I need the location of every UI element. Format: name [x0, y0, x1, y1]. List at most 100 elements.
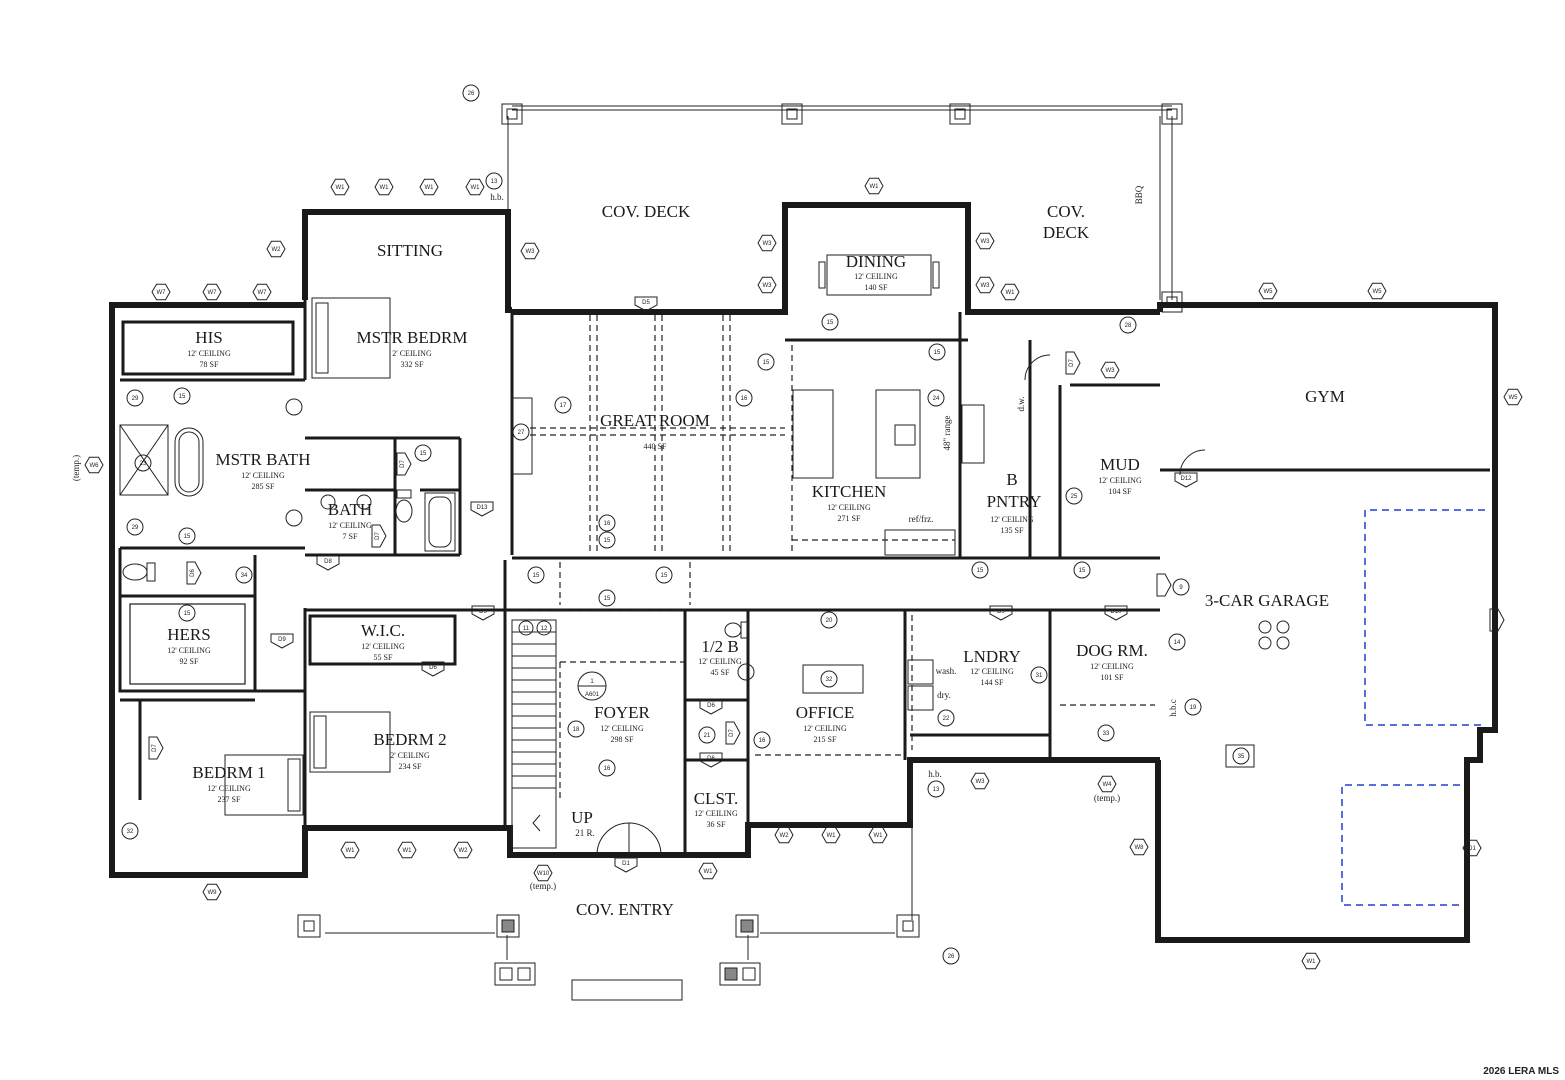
svg-text:D7: D7 — [152, 744, 158, 752]
svg-text:W1: W1 — [1307, 959, 1317, 965]
door-tag: D13 — [470, 501, 494, 517]
entry-post — [896, 914, 920, 938]
shower-icon — [119, 424, 169, 496]
note-tag: 15 — [1073, 561, 1091, 579]
door-tags: D5 D9 D9 D9 D10 D12 D13 D8 D6 D6 D6 D1 D… — [148, 296, 1505, 873]
door-tag: D7 — [148, 736, 164, 760]
window-tag: W1 — [698, 862, 718, 880]
room-mud: MUD 12' CEILING 104 SF — [1098, 455, 1142, 496]
svg-text:1/2 B: 1/2 B — [701, 637, 738, 656]
window-tag: W2 — [774, 826, 794, 844]
svg-text:12' CEILING: 12' CEILING — [600, 724, 644, 733]
entry-post — [496, 914, 520, 938]
note-tag: 15 — [178, 604, 196, 622]
svg-text:27: 27 — [518, 430, 525, 436]
svg-text:D7: D7 — [1069, 359, 1075, 367]
room-dining: DINING 12' CEILING 140 SF — [846, 252, 906, 292]
svg-text:W2: W2 — [459, 848, 469, 854]
covered-entry — [297, 765, 920, 1001]
svg-text:FOYER: FOYER — [594, 703, 650, 722]
svg-text:12' CEILING: 12' CEILING — [803, 724, 847, 733]
svg-text:12' CEILING: 12' CEILING — [694, 809, 738, 818]
note-tag: 33 — [1097, 724, 1115, 742]
office-desk-icon — [802, 664, 864, 694]
dryer-label: dry. — [937, 690, 951, 700]
window-tag: W5 — [1503, 388, 1523, 406]
note-tag: 15 — [655, 566, 673, 584]
window-tag: W2 — [266, 240, 286, 258]
stair-up-label: UP — [571, 808, 593, 827]
svg-text:15: 15 — [533, 573, 540, 579]
svg-text:35: 35 — [1238, 754, 1245, 760]
room-garage: 3-CAR GARAGE — [1205, 591, 1329, 610]
svg-text:MSTR BEDRM: MSTR BEDRM — [357, 328, 468, 347]
window-tag: W6 — [84, 456, 104, 474]
svg-text:D1: D1 — [1468, 846, 1476, 852]
note-tag: 13 — [927, 780, 945, 798]
note-tag: 19 — [1184, 698, 1202, 716]
note-tag: 15 — [178, 527, 196, 545]
svg-text:W1: W1 — [870, 184, 880, 190]
outdoor-labels: COV. DECK COV. DECK COV. ENTRY — [576, 202, 1090, 919]
toilet-icon — [724, 621, 749, 639]
washer-label: wash. — [936, 666, 957, 676]
window-tag: W3 — [975, 276, 995, 294]
fixtures — [119, 254, 1206, 856]
svg-text:13: 13 — [933, 787, 940, 793]
svg-text:29: 29 — [132, 396, 139, 402]
front-door-icon — [596, 822, 662, 856]
fridge-icon — [884, 529, 956, 556]
room-mstr-bedrm: MSTR BEDRM 2' CEILING 332 SF — [357, 328, 468, 369]
note-tag: 11 — [518, 620, 534, 636]
window-tag: W3 — [970, 772, 990, 790]
svg-text:20: 20 — [826, 618, 833, 624]
svg-text:W2: W2 — [780, 833, 790, 839]
room-gym: GYM — [1305, 387, 1345, 406]
window-tag: W3 — [975, 232, 995, 250]
master-bed-icon — [311, 297, 391, 379]
entry-post — [735, 914, 759, 938]
door-tag — [1489, 608, 1505, 632]
door-tag: D7 — [371, 524, 387, 548]
svg-text:22: 22 — [943, 716, 950, 722]
window-tag: W5 — [1258, 282, 1278, 300]
svg-text:D6: D6 — [429, 665, 437, 671]
deck-post — [501, 103, 523, 125]
note-tag: 22 — [937, 709, 955, 727]
room-foyer: FOYER 12' CEILING 298 SF — [594, 703, 650, 744]
svg-text:12' CEILING: 12' CEILING — [167, 646, 211, 655]
svg-text:W1: W1 — [403, 848, 413, 854]
hbc-label: h.b.c — [1168, 699, 1178, 717]
room-b-pntry: B PNTRY 12' CEILING 135 SF — [987, 470, 1042, 535]
svg-text:W3: W3 — [526, 249, 536, 255]
note-tag: 13 — [485, 172, 503, 190]
window-tag: W1 — [821, 826, 841, 844]
note-tag: 34 — [235, 566, 253, 584]
room-great-room: GREAT ROOM 440 SF — [600, 411, 710, 451]
svg-text:W7: W7 — [157, 290, 167, 296]
door-tag: D5 — [634, 296, 658, 312]
svg-text:15: 15 — [604, 596, 611, 602]
stair-arrow-icon — [532, 814, 541, 832]
note-tag: 18 — [567, 720, 585, 738]
room-lndry: LNDRY 12' CEILING 144 SF — [963, 647, 1021, 687]
note-tag: 15 — [928, 343, 946, 361]
svg-text:HIS: HIS — [195, 328, 222, 347]
note-tag: 29 — [126, 518, 144, 536]
svg-text:7 SF: 7 SF — [343, 532, 358, 541]
svg-text:W3: W3 — [981, 283, 991, 289]
window-tag: W1 — [397, 841, 417, 859]
window-tag: W1 — [330, 178, 350, 196]
window-tag: W1 — [465, 178, 485, 196]
svg-text:D8: D8 — [324, 559, 332, 565]
svg-text:12' CEILING: 12' CEILING — [698, 657, 742, 666]
svg-text:12: 12 — [541, 626, 548, 632]
deck-post — [781, 103, 803, 125]
room-kitchen: KITCHEN 12' CEILING 271 SF — [812, 482, 887, 523]
svg-text:W1: W1 — [346, 848, 356, 854]
annotation-labels: (temp.) (temp.) (temp.) h.b. h.b. h.b.c … — [71, 185, 1178, 891]
room-wic: W.I.C. 12' CEILING 55 SF — [361, 621, 405, 662]
svg-text:W2: W2 — [272, 247, 282, 253]
svg-text:31: 31 — [1036, 673, 1043, 679]
note-tag: 26 — [462, 84, 480, 102]
